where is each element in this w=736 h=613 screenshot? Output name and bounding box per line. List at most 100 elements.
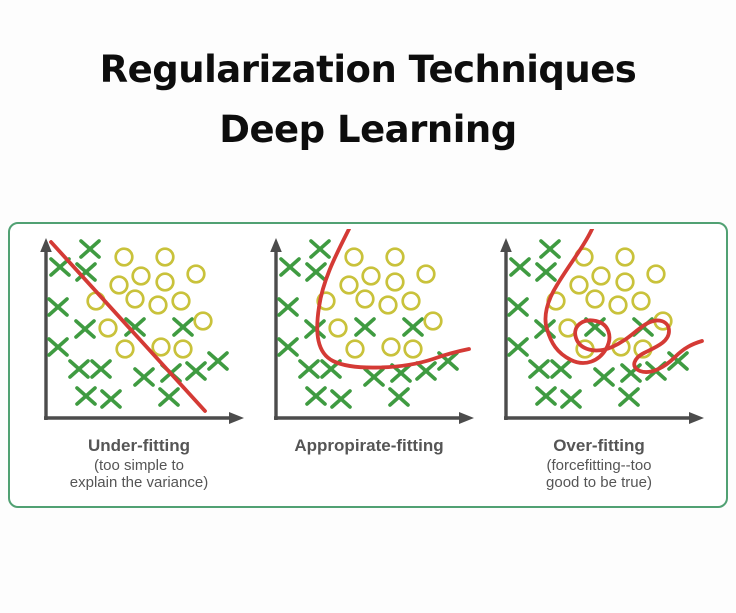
circle-marker — [193, 311, 213, 331]
circle-marker — [615, 272, 635, 292]
x-marker — [75, 262, 97, 282]
circle-marker — [171, 291, 191, 311]
panel-over-fitting: Over-fitting (forcefitting--too good to … — [484, 229, 714, 491]
x-marker — [277, 297, 299, 317]
circle-marker — [608, 295, 628, 315]
x-marker — [363, 367, 385, 387]
x-marker — [618, 387, 640, 407]
circle-marker — [381, 337, 401, 357]
x-marker — [535, 262, 557, 282]
circle-marker — [631, 291, 651, 311]
circle-marker — [155, 247, 175, 267]
circle-marker — [355, 289, 375, 309]
x-axis-arrowhead — [689, 412, 704, 424]
circle-marker — [151, 337, 171, 357]
y-axis-arrowhead — [270, 238, 282, 252]
circle-marker — [109, 275, 129, 295]
page-title: Regularization Techniques Deep Learning — [0, 40, 736, 160]
decision-boundary — [315, 229, 471, 370]
x-marker — [305, 386, 327, 406]
x-marker — [390, 363, 412, 383]
circle-marker — [423, 311, 443, 331]
x-axis-arrowhead — [229, 412, 244, 424]
y-axis-arrowhead — [500, 238, 512, 252]
circle-marker — [385, 272, 405, 292]
x-marker — [279, 257, 301, 277]
circle-marker — [173, 339, 193, 359]
x-marker — [534, 319, 556, 339]
x-marker — [207, 351, 229, 371]
plot-caption-under-fitting: Under-fitting — [88, 436, 190, 455]
circle-marker — [115, 339, 135, 359]
decision-boundary — [543, 229, 704, 374]
circle-marker — [316, 291, 336, 311]
plot-caption-over-fitting: Over-fitting — [553, 436, 645, 455]
x-marker — [437, 351, 459, 371]
x-marker — [90, 359, 112, 379]
under-fitting-plot — [40, 238, 244, 424]
circle-marker — [378, 295, 398, 315]
plots-panel: Under-fitting (too simple to explain the… — [8, 222, 728, 508]
circle-marker — [401, 291, 421, 311]
circle-marker — [186, 264, 206, 284]
x-marker — [507, 337, 529, 357]
x-marker — [47, 337, 69, 357]
x-marker — [550, 359, 572, 379]
circle-marker — [591, 266, 611, 286]
circle-marker — [98, 318, 118, 338]
x-marker — [535, 386, 557, 406]
x-marker — [124, 317, 146, 337]
circle-marker — [385, 247, 405, 267]
circle-marker — [131, 266, 151, 286]
panel-under-fitting: Under-fitting (too simple to explain the… — [24, 229, 254, 491]
circle-marker — [585, 289, 605, 309]
circle-marker — [345, 339, 365, 359]
circle-marker — [416, 264, 436, 284]
plot-caption-appropriate-fitting: Appropirate-fitting — [294, 436, 444, 455]
x-marker — [74, 319, 96, 339]
x-marker — [539, 239, 561, 259]
x-marker — [330, 389, 352, 409]
x-marker — [305, 262, 327, 282]
x-marker — [560, 389, 582, 409]
circle-marker — [155, 272, 175, 292]
circle-marker — [615, 247, 635, 267]
circle-marker — [114, 247, 134, 267]
circle-marker — [328, 318, 348, 338]
circle-marker — [646, 264, 666, 284]
x-marker — [509, 257, 531, 277]
subcaption-line: (forcefitting--too — [546, 457, 652, 474]
circle-marker — [339, 275, 359, 295]
circle-marker — [148, 295, 168, 315]
x-marker — [402, 317, 424, 337]
x-marker — [277, 337, 299, 357]
y-axis-arrowhead — [40, 238, 52, 252]
subcaption-line: good to be true) — [546, 474, 652, 491]
panel-appropriate-fitting: Appropirate-fitting — [254, 229, 484, 457]
x-marker — [309, 239, 331, 259]
x-marker — [388, 387, 410, 407]
plot-subcaption-under-fitting: (too simple to explain the variance) — [70, 457, 208, 491]
x-marker — [667, 351, 689, 371]
circle-marker — [344, 247, 364, 267]
x-marker — [158, 387, 180, 407]
x-marker — [507, 297, 529, 317]
circle-marker — [403, 339, 423, 359]
x-marker — [75, 386, 97, 406]
decision-boundary — [49, 240, 207, 413]
title-line-1: Regularization Techniques — [99, 48, 637, 91]
x-marker — [593, 367, 615, 387]
x-marker — [68, 359, 90, 379]
x-marker — [354, 317, 376, 337]
over-fitting-plot — [500, 229, 704, 424]
x-marker — [415, 361, 437, 381]
x-marker — [298, 359, 320, 379]
circle-marker — [569, 275, 589, 295]
x-axis-arrowhead — [459, 412, 474, 424]
appropriate-fitting-plot — [270, 229, 474, 424]
x-marker — [133, 367, 155, 387]
circle-marker — [125, 289, 145, 309]
title-line-2: Deep Learning — [219, 108, 517, 151]
x-marker — [185, 361, 207, 381]
